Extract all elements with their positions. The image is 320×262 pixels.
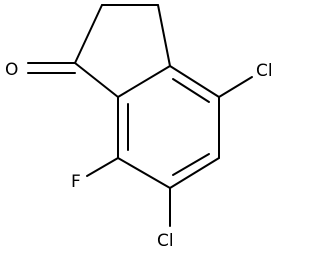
bond-c5-c6 [169, 157, 220, 189]
bond-c6-c7 [117, 157, 171, 189]
chemical-structure: O Cl F Cl [5, 4, 273, 251]
oxygen-label: O [5, 60, 18, 80]
bond-c1-c2 [74, 4, 103, 64]
bond-aromatic-inner-c3a-c4 [172, 78, 210, 103]
bond-c7-f [86, 157, 119, 177]
bond-c7a-c1 [74, 62, 119, 98]
chlorine-top-label: Cl [256, 61, 273, 81]
bond-c4-cl [218, 76, 253, 98]
chlorine-bottom-label: Cl [157, 231, 174, 251]
bond-aromatic-inner-c5-c6 [172, 153, 210, 176]
fluorine-label: F [71, 172, 81, 192]
bond-c3-c3a [157, 4, 171, 67]
bond-c7a-c3a [117, 65, 171, 98]
bond-c3a-c4 [169, 65, 220, 98]
